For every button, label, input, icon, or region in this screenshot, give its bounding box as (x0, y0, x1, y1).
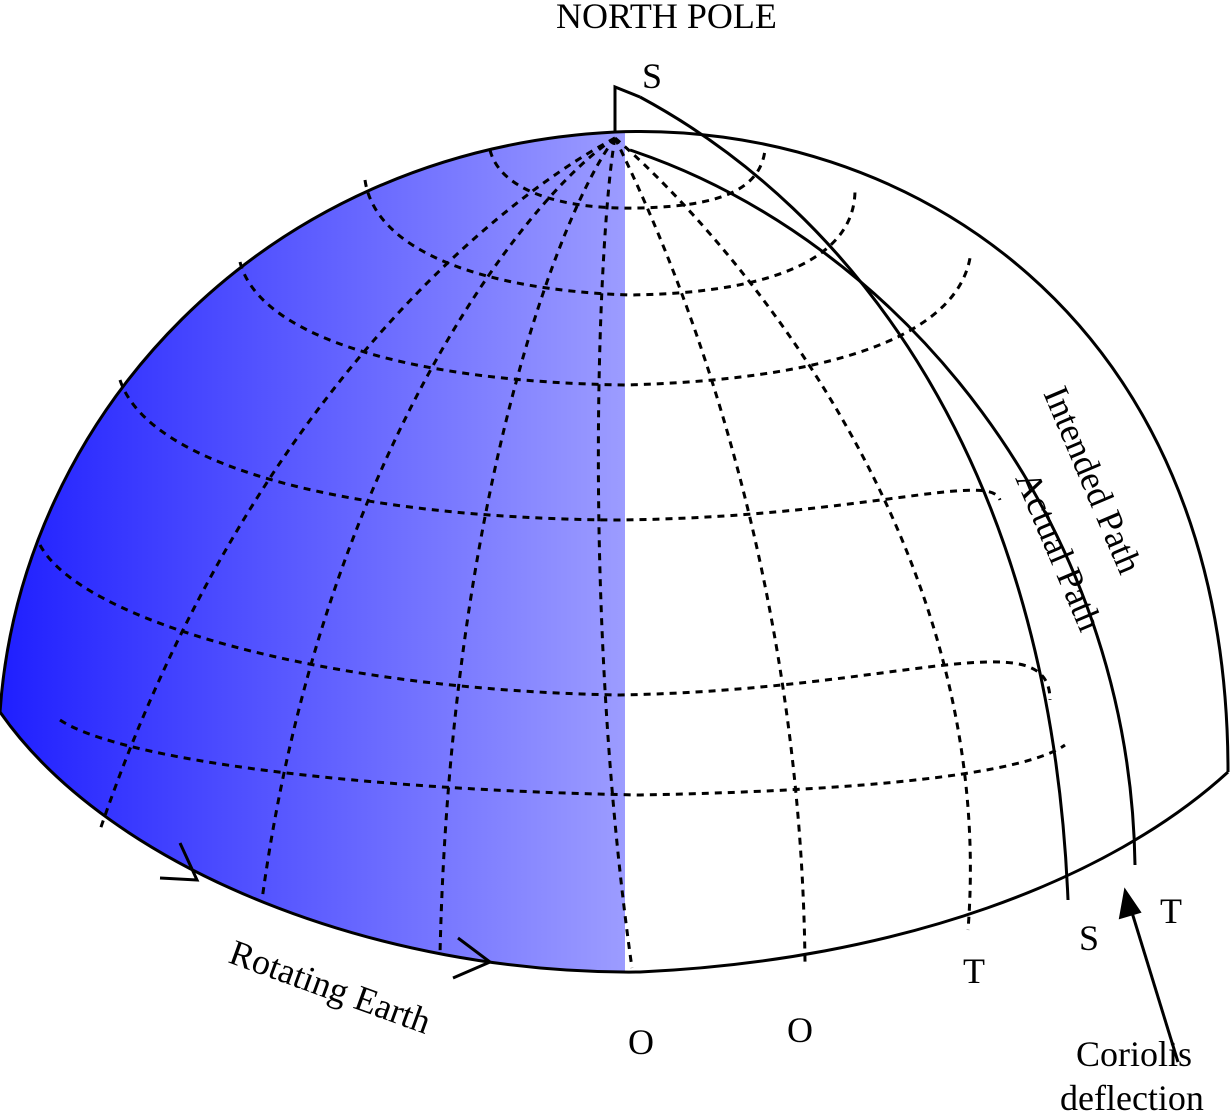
meridian-lines (98, 136, 972, 969)
pole-flag (613, 84, 641, 132)
origin-label-2: O (787, 1010, 813, 1050)
start-label-bottom: S (1079, 918, 1099, 958)
meridian-line (98, 136, 616, 831)
latitude-line (59, 718, 1066, 797)
meridian-line (260, 136, 616, 901)
meridian-line (614, 136, 972, 931)
hemisphere-right-area (625, 131, 1228, 972)
latitude-line (363, 179, 857, 297)
rotation-arrow-icon (159, 842, 200, 882)
coriolis-label-line1: Coriolis (1076, 1034, 1192, 1074)
intended-path-line (629, 148, 1137, 866)
target-label-2: T (1160, 891, 1182, 931)
meridian-line (438, 137, 617, 956)
latitude-line (488, 149, 767, 210)
latitude-lines (38, 149, 1066, 797)
latitude-line (238, 257, 972, 387)
start-label-top: S (642, 56, 662, 96)
coriolis-arrow-head-icon (1118, 887, 1142, 920)
coriolis-label-line2: deflection (1060, 1078, 1204, 1114)
meridian-line (613, 137, 807, 963)
equator-line (0, 711, 1230, 974)
latitude-line (38, 544, 1052, 701)
rotating-earth-label: Rotating Earth (224, 932, 436, 1042)
meridian-line (596, 137, 634, 969)
coriolis-arrow-line (1128, 905, 1180, 1063)
north-pole-title: NORTH POLE (556, 0, 777, 36)
target-label-1: T (963, 951, 985, 991)
origin-label-1: O (628, 1022, 654, 1062)
rotation-arrow-icon (452, 936, 493, 980)
actual-path-line (639, 95, 1070, 901)
